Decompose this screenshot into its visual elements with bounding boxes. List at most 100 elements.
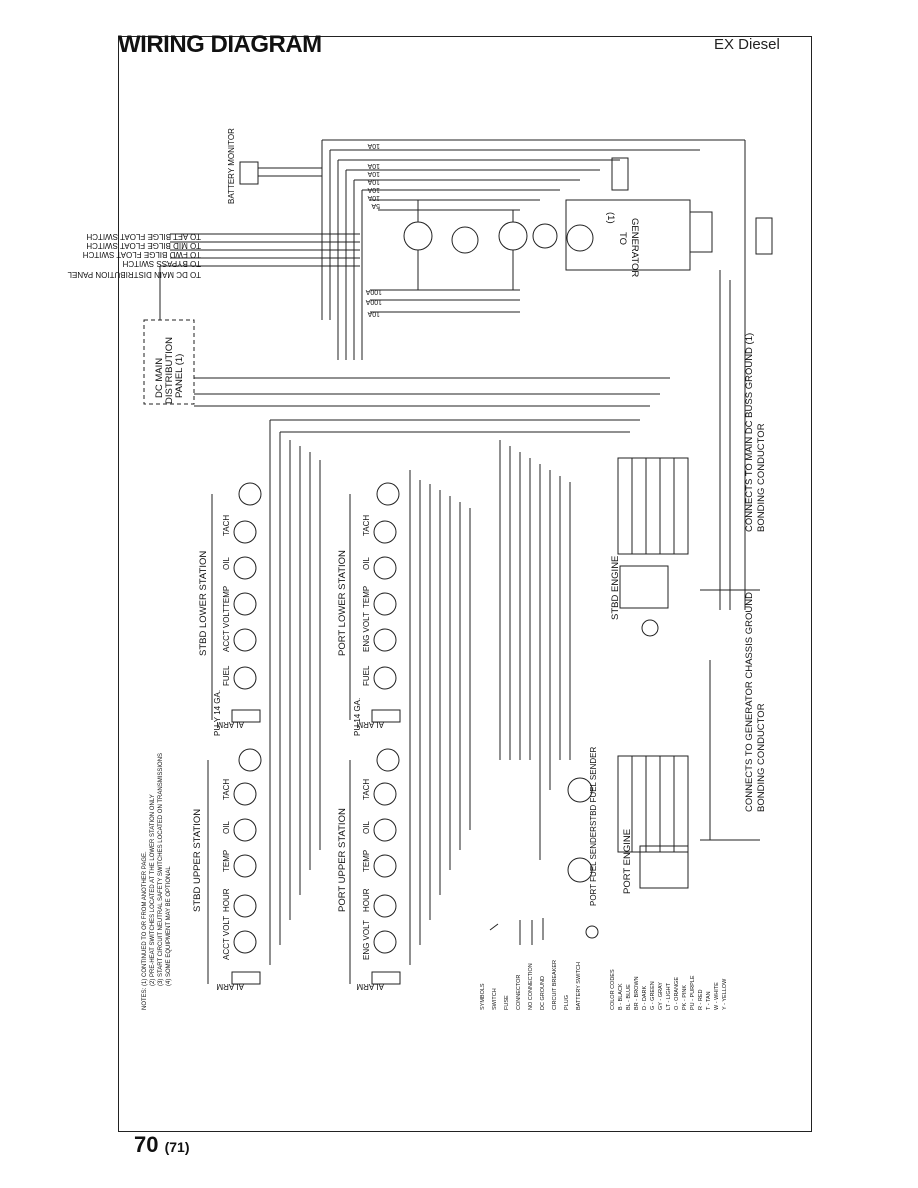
port-lower-volt-label: ENG VOLT xyxy=(362,612,371,652)
stbd-fuel-sender-label: STBD FUEL SENDER xyxy=(589,747,598,826)
port-upper-tach-label: TACH xyxy=(362,779,371,800)
symbols-heading: SYMBOLS xyxy=(480,983,486,1010)
fwd-bilge-label: TO FWD BILGE FLOAT SWITCH xyxy=(83,250,201,259)
breaker-label: 10A xyxy=(367,142,380,149)
stbd-upper-gauges xyxy=(207,748,262,985)
to-generator-label-1: TO xyxy=(617,232,628,245)
mid-bilge-label: TO MID BILGE FLOAT SWITCH xyxy=(86,241,201,250)
page-title: WIRING DIAGRAM xyxy=(118,31,322,58)
stbd-upper-temp-label: TEMP xyxy=(222,850,231,872)
port-fuel-sender-label: PORT FUEL SENDER xyxy=(589,826,598,906)
main-dc-bonding-label: BONDING CONDUCTOR xyxy=(756,423,767,532)
breaker-label: 10A xyxy=(367,170,380,177)
breaker-label: 100A xyxy=(365,288,382,295)
dc-panel-label-3: PANEL (1) xyxy=(174,354,185,398)
port-lower-temp-label: TEMP xyxy=(362,586,371,608)
color-code-item: Y - YELLOW xyxy=(722,978,728,1010)
color-code-item: BL - BLUE xyxy=(626,984,632,1010)
breaker-bus xyxy=(321,139,745,360)
page-number: 70 (71) xyxy=(134,1132,190,1158)
main-dc-ground-label: CONNECTS TO MAIN DC BUSS GROUND (1) xyxy=(744,333,755,532)
port-lower-tach-label: TACH xyxy=(362,515,371,536)
stbd-lower-alarm-label: ALARM xyxy=(216,720,244,729)
page-frame xyxy=(118,36,812,1132)
stbd-lower-tach-label: TACH xyxy=(222,515,231,536)
color-codes-legend: COLOR CODES B - BLACK BL - BLUE BR - BRO… xyxy=(610,969,728,1010)
port-upper-temp-label: TEMP xyxy=(362,850,371,872)
breaker-label: 10A xyxy=(367,310,380,317)
breaker-label: 10A xyxy=(367,162,380,169)
notes-heading: NOTES: xyxy=(142,987,148,1010)
preheat-lines xyxy=(194,377,670,433)
symbol-item: BATTERY SWITCH xyxy=(576,962,582,1010)
dc-main-panel-box xyxy=(143,319,195,405)
color-code-item: G - GREEN xyxy=(650,981,656,1010)
port-lower-station-label: PORT LOWER STATION xyxy=(337,550,348,656)
color-code-item: O - ORANGE xyxy=(674,977,680,1010)
symbol-item: PLUG xyxy=(564,995,570,1010)
stbd-lower-temp-label: TEMP xyxy=(222,586,231,608)
stbd-lower-oil-label: OIL xyxy=(222,557,231,570)
port-lower-alarm-label: ALARM xyxy=(356,720,384,729)
battery-switches xyxy=(403,157,773,290)
port-engine-terminals xyxy=(617,755,689,889)
color-code-item: PU - PURPLE xyxy=(690,975,696,1010)
color-code-item: W - WHITE xyxy=(714,982,720,1010)
color-code-item: B - BLACK xyxy=(618,983,624,1010)
port-upper-alarm-label: ALARM xyxy=(356,982,384,991)
port-upper-gauges xyxy=(349,748,401,985)
harness-columns xyxy=(269,420,571,965)
to-generator-label-3: (1) xyxy=(605,212,616,224)
page-subtitle: EX Diesel xyxy=(714,36,780,53)
breaker-label: 10A xyxy=(367,194,380,201)
gen-bonding-label: BONDING CONDUCTOR xyxy=(756,703,767,812)
stbd-lower-station-label: STBD LOWER STATION xyxy=(198,551,209,656)
port-lower-fuel-label: FUEL xyxy=(362,665,371,686)
note-item: (4) SOME EQUIPMENT MAY BE OPTIONAL xyxy=(166,866,172,986)
stbd-lower-volt-label: ACCT VOLT xyxy=(222,608,231,652)
bypass-label: TO BYPASS SWITCH xyxy=(122,259,201,268)
color-code-item: GY - GRAY xyxy=(658,982,664,1010)
color-code-item: T - TAN xyxy=(706,991,712,1010)
stbd-engine-label: STBD ENGINE xyxy=(610,556,621,620)
stbd-upper-station-label: STBD UPPER STATION xyxy=(192,809,203,912)
notes-block: NOTES: (1) CONTINUED TO OR FROM ANOTHER … xyxy=(142,753,172,1010)
aft-bilge-label: TO AFT BILGE FLOAT SWITCH xyxy=(86,232,201,241)
ground-conductors xyxy=(700,140,760,841)
port-upper-volt-label: ENG VOLT xyxy=(362,920,371,960)
stbd-upper-volt-label: ACCT VOLT xyxy=(222,916,231,960)
diagram-labels: BATTERY MONITOR DC MAIN DISTRIBUTION PAN… xyxy=(67,128,767,991)
battery-monitor-label: BATTERY MONITOR xyxy=(227,128,236,204)
color-code-item: LT - LIGHT xyxy=(666,982,672,1010)
symbol-marks xyxy=(489,918,599,945)
battery-monitor-symbol xyxy=(239,161,322,185)
symbol-item: FUSE xyxy=(504,995,510,1010)
symbol-item: DC GROUND xyxy=(540,976,546,1010)
color-codes-heading: COLOR CODES xyxy=(610,969,616,1010)
symbol-item: SWITCH xyxy=(492,988,498,1010)
breaker-label: 10A xyxy=(367,178,380,185)
color-code-item: PK - PINK xyxy=(682,985,688,1010)
page-number-main: 70 xyxy=(134,1132,159,1157)
note-item: (3) START CIRCUIT NEUTRAL SAFETY SWITCHE… xyxy=(158,753,164,986)
port-lower-gauges xyxy=(349,482,401,723)
dc-panel-label-2: DISTRIBUTION xyxy=(164,337,175,404)
port-fuel-sender-symbol xyxy=(567,857,593,883)
port-upper-hour-label: HOUR xyxy=(362,888,371,912)
color-code-item: R - RED xyxy=(698,990,704,1011)
stbd-lower-gauges xyxy=(211,482,262,723)
port-lower-wire-label: PU 14 GA. xyxy=(353,698,362,736)
dc-main-feed-label: TO DC MAIN DISTRIBUTION PANEL xyxy=(67,270,201,279)
stbd-upper-alarm-label: ALARM xyxy=(216,982,244,991)
stbd-fuel-sender-symbol xyxy=(567,777,593,803)
breaker-labels: 10A 10A 10A 10A 10A 10A 5A 100A 100A 10A xyxy=(365,142,382,317)
to-generator-label-2: GENERATOR xyxy=(629,218,640,277)
note-item: (2) PRE-HEAT SWITCHES LOCATED AT THE LOW… xyxy=(150,794,156,986)
stbd-upper-hour-label: HOUR xyxy=(222,888,231,912)
port-lower-oil-label: OIL xyxy=(362,557,371,570)
note-item: (1) CONTINUED TO OR FROM ANOTHER PAGE. xyxy=(142,851,148,986)
breaker-label: 5A xyxy=(371,202,380,209)
stbd-engine-terminals xyxy=(617,457,689,637)
gen-chassis-ground-label: CONNECTS TO GENERATOR CHASSIS GROUND xyxy=(744,592,755,812)
